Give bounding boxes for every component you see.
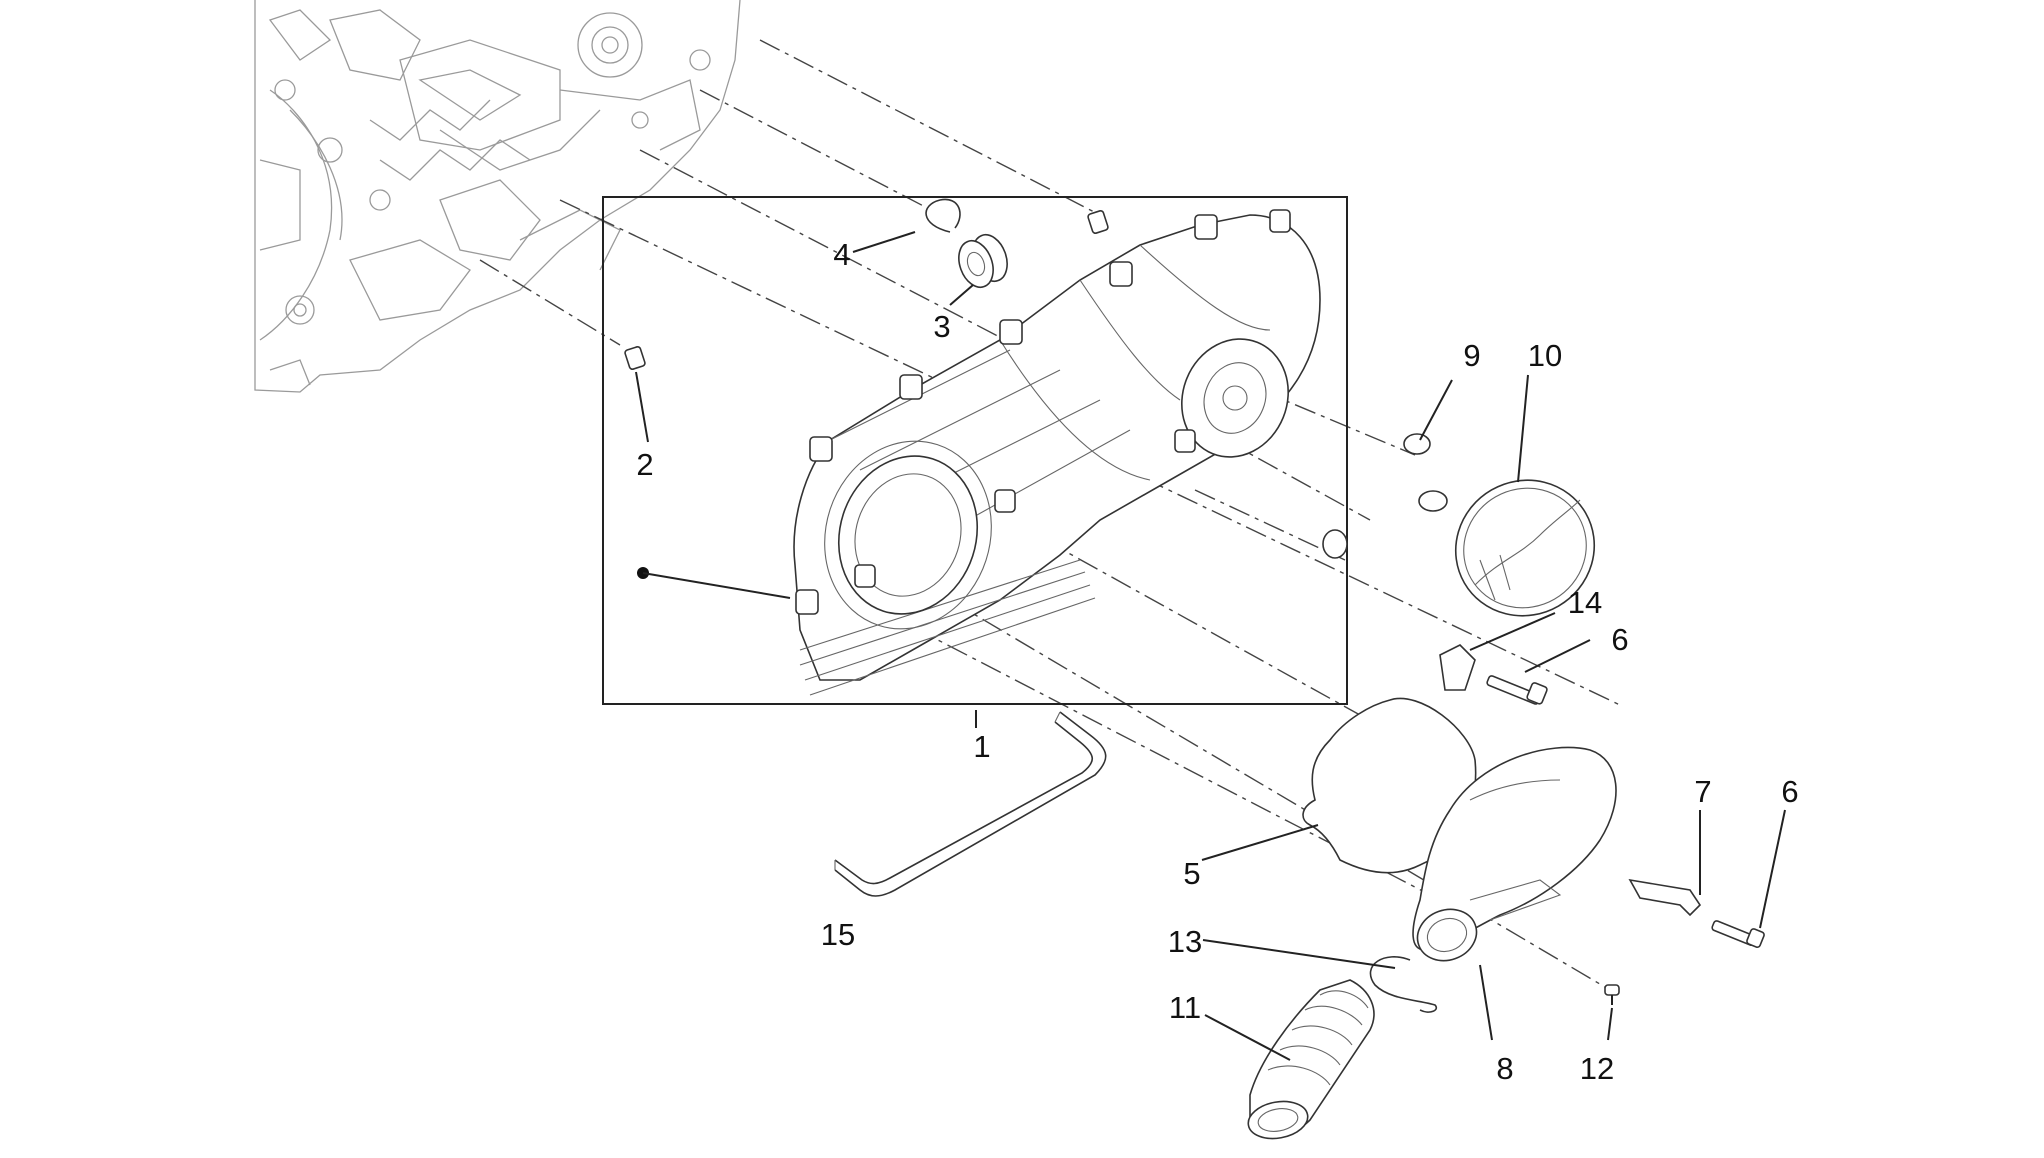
label-part-1: 1: [973, 729, 990, 764]
clip-and-screw-right: [1628, 878, 1765, 948]
spring-clamp: [1369, 956, 1438, 1013]
part-labels: 1 2 3 4 5 6 6 7 8 9 10 11 12 13 14 15: [636, 237, 1798, 1086]
circlip: [925, 198, 961, 233]
dowel-pin: [624, 209, 1109, 371]
label-part-11: 11: [1169, 990, 1201, 1025]
label-part-9: 9: [1463, 338, 1480, 373]
label-part-3: 3: [933, 309, 950, 344]
part-1-kit-frame: [602, 196, 1348, 705]
label-part-14: 14: [1568, 585, 1602, 620]
label-part-6a: 6: [1611, 622, 1628, 657]
label-part-4: 4: [833, 237, 850, 272]
label-part-15: 15: [821, 917, 855, 952]
label-part-6b: 6: [1781, 774, 1798, 809]
bent-rod: [834, 711, 1107, 897]
small-screw: [1604, 984, 1620, 1005]
label-part-5: 5: [1183, 856, 1200, 891]
emblem-cover: [1454, 479, 1596, 617]
part-9-washer: [1322, 433, 1448, 559]
label-part-12: 12: [1580, 1051, 1614, 1086]
bellows-hose: [1247, 979, 1375, 1140]
transmission-cover: [793, 209, 1321, 696]
gasket-seal: [1302, 697, 1477, 874]
leader-lines: [635, 231, 1786, 1061]
label-part-2: 2: [636, 447, 653, 482]
label-part-8: 8: [1496, 1051, 1513, 1086]
label-part-13: 13: [1168, 924, 1202, 959]
air-intake-cover: [1412, 746, 1617, 962]
label-part-7: 7: [1694, 774, 1711, 809]
engine-crankcase-drawing: [254, 0, 741, 393]
label-part-10: 10: [1528, 338, 1562, 373]
bracket-and-screw: [1439, 644, 1548, 705]
bearing: [958, 233, 1008, 289]
